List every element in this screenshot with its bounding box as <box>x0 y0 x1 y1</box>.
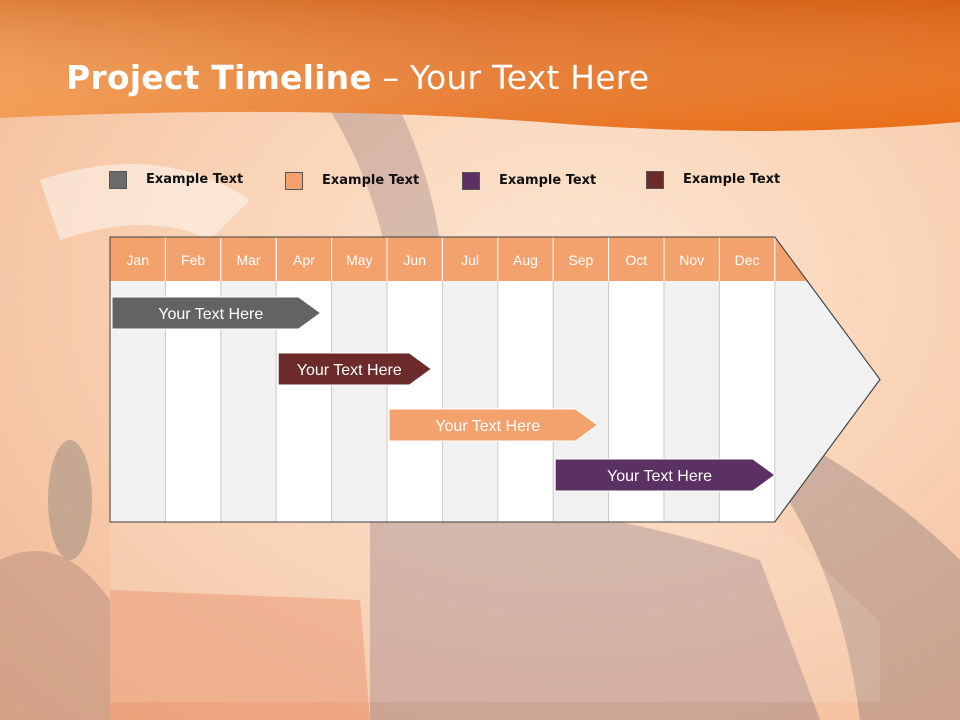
month-label-feb: Feb <box>181 252 205 268</box>
month-label-jul: Jul <box>461 252 479 268</box>
month-column-jul <box>442 281 498 522</box>
month-label-jun: Jun <box>403 252 426 268</box>
legend-label-4: Example Text <box>683 172 781 187</box>
task-bar-4 <box>554 458 776 492</box>
month-column-jun <box>387 281 443 522</box>
legend-swatch-4 <box>646 171 664 189</box>
month-label-mar: Mar <box>236 252 260 268</box>
month-column-aug <box>497 281 554 522</box>
chart-reflection <box>110 522 880 702</box>
task-bar-label-1: Your Text Here <box>158 306 263 323</box>
legend-label-2: Example Text <box>322 173 420 188</box>
task-bar-label-4: Your Text Here <box>607 468 712 485</box>
month-label-apr: Apr <box>293 252 315 268</box>
task-bar-1 <box>111 296 322 330</box>
month-label-jan: Jan <box>126 252 149 268</box>
month-label-may: May <box>346 252 372 268</box>
legend-swatch-1 <box>109 171 127 189</box>
month-label-aug: Aug <box>513 252 538 268</box>
legend-label-1: Example Text <box>146 172 244 187</box>
legend-label-3: Example Text <box>499 173 597 188</box>
month-column-may <box>331 281 387 522</box>
header-banner <box>0 0 960 131</box>
month-label-oct: Oct <box>625 252 647 268</box>
legend-swatch-2 <box>285 172 303 190</box>
legend-swatch-3 <box>462 172 480 190</box>
title-rest: – Your Text Here <box>371 58 650 97</box>
task-bar-2 <box>277 352 433 386</box>
task-bar-label-3: Your Text Here <box>435 418 540 435</box>
month-label-nov: Nov <box>679 252 704 268</box>
month-label-dec: Dec <box>735 252 760 268</box>
title-bold: Project Timeline <box>66 58 372 97</box>
task-bar-label-2: Your Text Here <box>297 362 402 379</box>
task-bar-3 <box>388 408 599 442</box>
timeline-outline <box>109 236 881 523</box>
month-label-sep: Sep <box>568 252 593 268</box>
page-title: Project Timeline – Your Text Here <box>66 58 649 97</box>
